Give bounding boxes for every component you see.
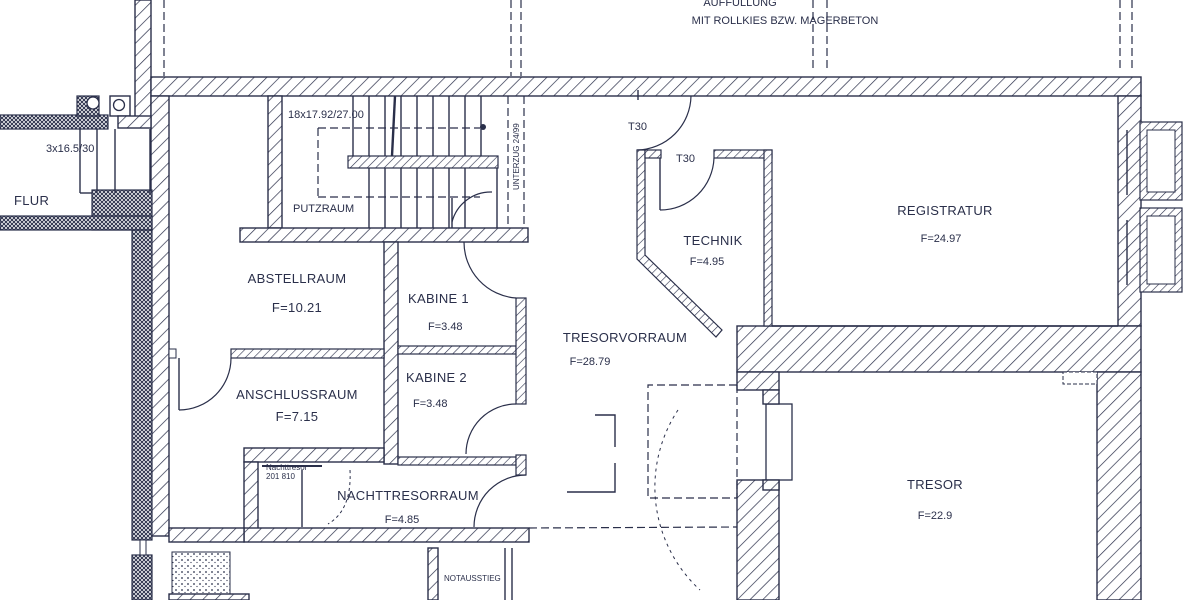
room-nachttresorraum-area: F=4.85: [385, 514, 420, 526]
wall-putzraum-left: [267, 95, 283, 229]
room-technik-name: TECHNIK: [683, 233, 742, 248]
room-tresor-area: F=22.9: [918, 510, 953, 522]
room-anschlussraum-area: F=7.15: [276, 409, 319, 424]
night-safe-room: Nachttresor 201 810 NACHTTRESORRAUM F=4.…: [168, 463, 530, 543]
wall-tresor-top: [736, 325, 1142, 373]
stair-main-label: 18x17.92/27.00: [288, 109, 364, 121]
room-abstellraum-name: ABSTELLRAUM: [248, 271, 347, 286]
wall-kabine-left: [383, 241, 399, 465]
wall-top-left-column: [134, 0, 152, 127]
cabins: KABINE 1 F=3.48 KABINE 2 F=3.48: [397, 241, 527, 476]
bottom-strip: NOTAUSSTIEG: [168, 547, 513, 600]
wall-top: [150, 76, 1142, 97]
wall-tresor-left-upper: [736, 371, 780, 391]
stair-small-label: 3x16.5/30: [46, 143, 94, 155]
wall-kabine-divider: [397, 345, 517, 355]
vault-anteroom: TRESORVORRAUM F=28.79: [528, 330, 738, 591]
room-technik-area: F=4.95: [690, 256, 725, 268]
registry-room: REGISTRATUR F=24.97: [897, 203, 993, 245]
storage-rooms: ABSTELLRAUM F=10.21 ANSCHLUSSRAUM F=7.15: [168, 241, 399, 533]
fill-note-line1: AUFFÜLLUNG: [703, 0, 776, 9]
room-tresor-name: TRESOR: [907, 477, 963, 492]
room-kabine1-area: F=3.48: [428, 321, 463, 333]
fill-note-line2: MIT ROLLKIES BZW. MAGERBETON: [692, 15, 879, 27]
room-notausstieg-name: NOTAUSSTIEG: [444, 574, 501, 583]
wall-nachttresor-bottom: [243, 527, 530, 543]
room-registratur-name: REGISTRATUR: [897, 203, 993, 218]
window-bays: [1126, 121, 1183, 293]
room-kabine2-area: F=3.48: [413, 398, 448, 410]
wall-tresor-right: [1096, 371, 1142, 600]
door-t30-b-label: T30: [676, 153, 695, 165]
door-t30-a-label: T30: [628, 121, 647, 133]
wall-kabine-right: [515, 297, 527, 405]
room-kabine2-name: KABINE 2: [406, 370, 467, 385]
flur-area: 3x16.5/30 FLUR: [0, 95, 153, 600]
outer-walls: [150, 76, 1142, 600]
room-abstellraum-area: F=10.21: [272, 300, 322, 315]
fill-area: AUFFÜLLUNG MIT ROLLKIES BZW. MAGERBETON: [134, 0, 1133, 127]
room-putzraum-name: PUTZRAUM: [293, 203, 354, 215]
room-anschlussraum-name: ANSCHLUSSRAUM: [236, 387, 358, 402]
technical-room: TECHNIK F=4.95 T30 T30: [628, 95, 773, 338]
wall-abstell-anschluss: [230, 348, 385, 359]
nachttresor-label-2: 201 810: [266, 472, 295, 481]
wall-right-registratur: [1117, 95, 1142, 327]
room-flur-name: FLUR: [14, 193, 49, 208]
wall-technik-right: [763, 149, 773, 327]
unterzug-label: UNTERZUG 24/99: [512, 123, 521, 190]
room-kabine1-name: KABINE 1: [408, 291, 469, 306]
room-nachttresorraum-name: NACHTTRESORRAUM: [337, 488, 479, 503]
partition-lines: [637, 90, 1118, 327]
stair-treads: [352, 96, 498, 228]
wall-tresor-left-lower: [736, 479, 780, 600]
room-tresorvorraum-name: TRESORVORRAUM: [563, 330, 687, 345]
wall-putzraum-bottom: [239, 227, 529, 243]
wall-left: [150, 95, 170, 537]
room-tresorvorraum-area: F=28.79: [570, 356, 611, 368]
room-registratur-area: F=24.97: [921, 233, 962, 245]
nachttresor-label-1: Nachttresor: [266, 463, 308, 472]
stairwell: 18x17.92/27.00 PUTZRAUM UNTERZUG 24/99: [239, 95, 529, 243]
vault: TRESOR F=22.9: [762, 371, 1098, 522]
